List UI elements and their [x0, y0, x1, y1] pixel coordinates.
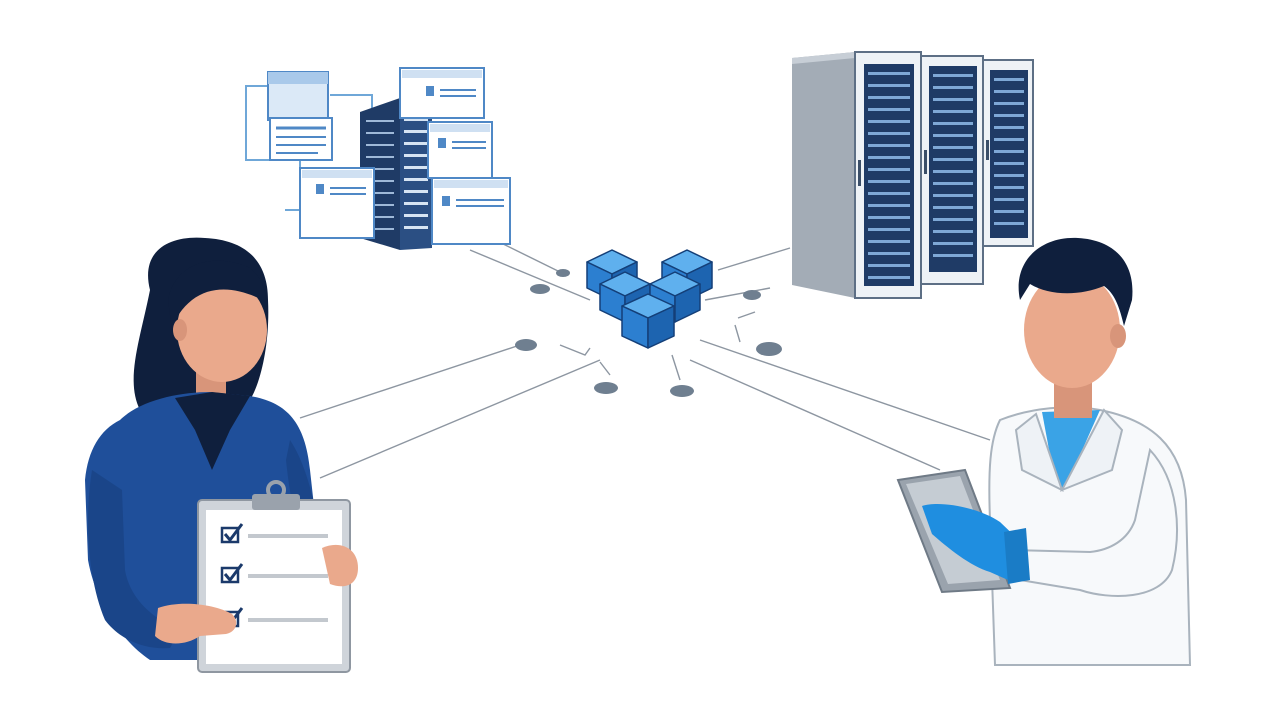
scientist-with-tablet [896, 237, 1192, 666]
node-dot [530, 284, 550, 294]
cube-cluster-icon [586, 249, 713, 349]
woman-with-clipboard [85, 237, 358, 673]
node-dot [756, 342, 782, 356]
checklist-item [220, 523, 328, 544]
node-dot [556, 269, 570, 277]
file-storage-icon [245, 67, 511, 250]
node-dot [594, 382, 618, 394]
node-dot [743, 290, 761, 300]
checklist-item [220, 563, 328, 584]
server-rack-icon [792, 51, 1034, 299]
connection-lines [299, 239, 991, 479]
clipboard-icon [197, 480, 351, 673]
node-dot [670, 385, 694, 397]
connection-nodes [515, 269, 782, 397]
node-dot [515, 339, 537, 351]
